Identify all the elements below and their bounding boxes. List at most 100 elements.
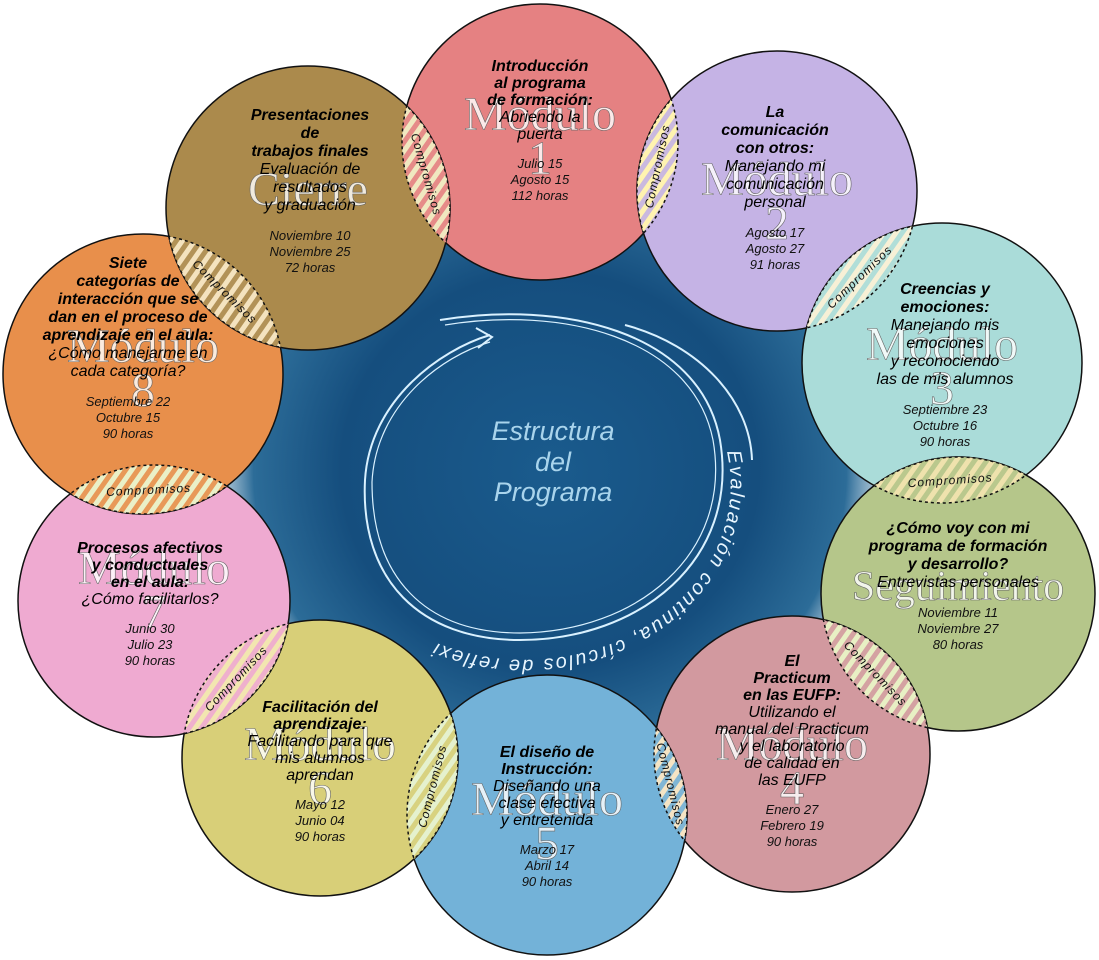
module-subtitle-modulo-1: puerta — [516, 126, 562, 143]
module-date-modulo-2: 91 horas — [750, 257, 801, 272]
module-date-modulo-1: Julio 15 — [517, 156, 564, 171]
module-heading-modulo-4: El — [784, 653, 800, 670]
module-watermark-modulo-2: 2 — [765, 197, 789, 250]
module-subtitle-modulo-4: Utilizando el — [748, 704, 836, 721]
module-date-modulo-8: Octubre 15 — [96, 410, 161, 425]
module-heading-cierre: de — [301, 125, 320, 142]
module-heading-modulo-6: Facilitación del — [262, 699, 378, 716]
module-date-modulo-3: Septiembre 23 — [903, 402, 988, 417]
module-heading-modulo-2: comunicación — [721, 122, 829, 139]
module-date-seguimiento: Noviembre 27 — [918, 621, 1000, 636]
commitment-label-8: Compromisos — [106, 481, 192, 499]
commitment-overlap-edge-1 — [637, 51, 679, 281]
module-date-modulo-4: Enero 27 — [766, 802, 820, 817]
module-heading-modulo-8: aprendizaje en el aula: — [43, 327, 214, 344]
module-date-modulo-1: Agosto 15 — [510, 172, 570, 187]
module-subtitle-modulo-4: y el laboratorio — [739, 738, 845, 755]
module-subtitle-modulo-3: Manejando mis — [891, 317, 1000, 334]
module-subtitle-modulo-5: clase efectiva — [499, 795, 596, 812]
module-date-modulo-2: Agosto 17 — [745, 225, 805, 240]
module-heading-seguimiento: programa de formación — [868, 538, 1048, 555]
module-watermark-modulo-4: 4 — [780, 762, 804, 815]
module-subtitle-modulo-3: las de mis alumnos — [877, 371, 1014, 388]
module-date-modulo-3: 90 horas — [920, 434, 971, 449]
module-subtitle-modulo-8: ¿Cómo manejarme en — [48, 345, 207, 362]
commitment-overlap-9 — [166, 234, 283, 350]
module-subtitle-modulo-6: aprendan — [286, 767, 354, 784]
module-heading-modulo-7: y conductuales — [91, 557, 209, 574]
module-date-modulo-5: 90 horas — [522, 874, 573, 889]
module-date-modulo-7: 90 horas — [125, 653, 176, 668]
module-subtitle-modulo-4: de calidad en — [744, 755, 839, 772]
module-date-modulo-8: Septiembre 22 — [86, 394, 171, 409]
commitment-label-3: Compromisos — [907, 470, 993, 490]
module-watermark-modulo-1: 1 — [528, 132, 552, 185]
module-watermark-modulo-3: Módulo — [866, 318, 1018, 371]
module-date-modulo-4: 90 horas — [767, 834, 818, 849]
module-watermark-modulo-7: 7 — [142, 586, 166, 639]
cycle-arrow — [363, 313, 753, 642]
module-heading-modulo-8: Siete — [109, 255, 147, 272]
module-subtitle-modulo-5: y entretenida — [500, 812, 594, 829]
module-date-modulo-1: 112 horas — [512, 188, 569, 203]
center-title-line-3: Programa — [494, 477, 613, 507]
module-date-modulo-4: Febrero 19 — [760, 818, 824, 833]
module-heading-modulo-5: El diseño de — [500, 744, 594, 761]
module-watermark-modulo-5: 5 — [535, 817, 559, 870]
module-subtitle-modulo-4: las EUFP — [758, 772, 826, 789]
module-subtitle-cierre: resultados — [273, 179, 347, 196]
module-subtitle-modulo-6: Facilitando para que — [248, 733, 393, 750]
module-subtitle-modulo-7: ¿Cómo facilitarlos? — [82, 591, 219, 608]
module-subtitle-seguimiento: Entrevistas personales — [877, 574, 1039, 591]
module-date-modulo-7: Julio 23 — [127, 637, 174, 652]
center-title: Estructura del Programa — [491, 416, 614, 507]
module-heading-modulo-5: Instrucción: — [501, 761, 593, 778]
module-subtitle-modulo-3: y reconociendo — [890, 353, 1000, 370]
module-heading-modulo-7: en el aula: — [111, 574, 189, 591]
module-subtitle-modulo-2: personal — [743, 194, 806, 211]
module-subtitle-modulo-5: Diseñando una — [493, 778, 601, 795]
module-subtitle-modulo-4: manual del Practicum — [715, 721, 869, 738]
module-heading-seguimiento: y desarrollo? — [907, 556, 1009, 573]
module-date-modulo-8: 90 horas — [103, 426, 154, 441]
module-watermark-modulo-8: Módulo — [67, 320, 219, 373]
module-heading-modulo-6: aprendizaje: — [273, 716, 366, 733]
module-subtitle-modulo-2: comunicación — [726, 176, 824, 193]
module-watermark-modulo-7: Módulo — [78, 542, 230, 595]
module-date-modulo-5: Marzo 17 — [520, 842, 575, 857]
module-heading-cierre: trabajos finales — [251, 143, 368, 160]
module-watermark-seguimiento: Seguimiento — [852, 564, 1064, 610]
module-heading-modulo-2: con otros: — [736, 140, 814, 157]
module-heading-cierre: Presentaciones — [251, 107, 369, 124]
module-subtitle-modulo-6: mis alumnos — [275, 750, 365, 767]
module-heading-modulo-7: Procesos afectivos — [77, 540, 223, 557]
module-date-cierre: 72 horas — [285, 260, 336, 275]
module-subtitle-modulo-2: Manejando mi — [725, 158, 826, 175]
module-watermark-modulo-1: Módulo — [464, 88, 616, 141]
module-watermark-modulo-6: Módulo — [244, 718, 396, 771]
module-date-modulo-6: Mayo 12 — [295, 797, 346, 812]
center-title-line-1: Estructura — [491, 416, 614, 446]
module-date-cierre: Noviembre 10 — [270, 228, 352, 243]
module-watermark-modulo-5: Módulo — [471, 773, 623, 826]
commitment-overlap-outline-6 — [407, 675, 459, 897]
commitment-overlap-7 — [182, 620, 290, 737]
module-date-modulo-6: 90 horas — [295, 829, 346, 844]
module-heading-modulo-4: en las EUFP: — [743, 687, 841, 704]
commitment-overlap-outline-10 — [401, 66, 450, 281]
module-date-modulo-6: Junio 04 — [294, 813, 344, 828]
module-date-modulo-7: Junio 30 — [124, 621, 175, 636]
commitment-overlap-4 — [821, 616, 930, 731]
module-watermark-modulo-6: 6 — [308, 762, 332, 815]
module-watermark-modulo-8: 8 — [131, 364, 155, 417]
module-date-modulo-5: Abril 14 — [524, 858, 569, 873]
commitment-overlap-edge-5 — [653, 675, 687, 893]
